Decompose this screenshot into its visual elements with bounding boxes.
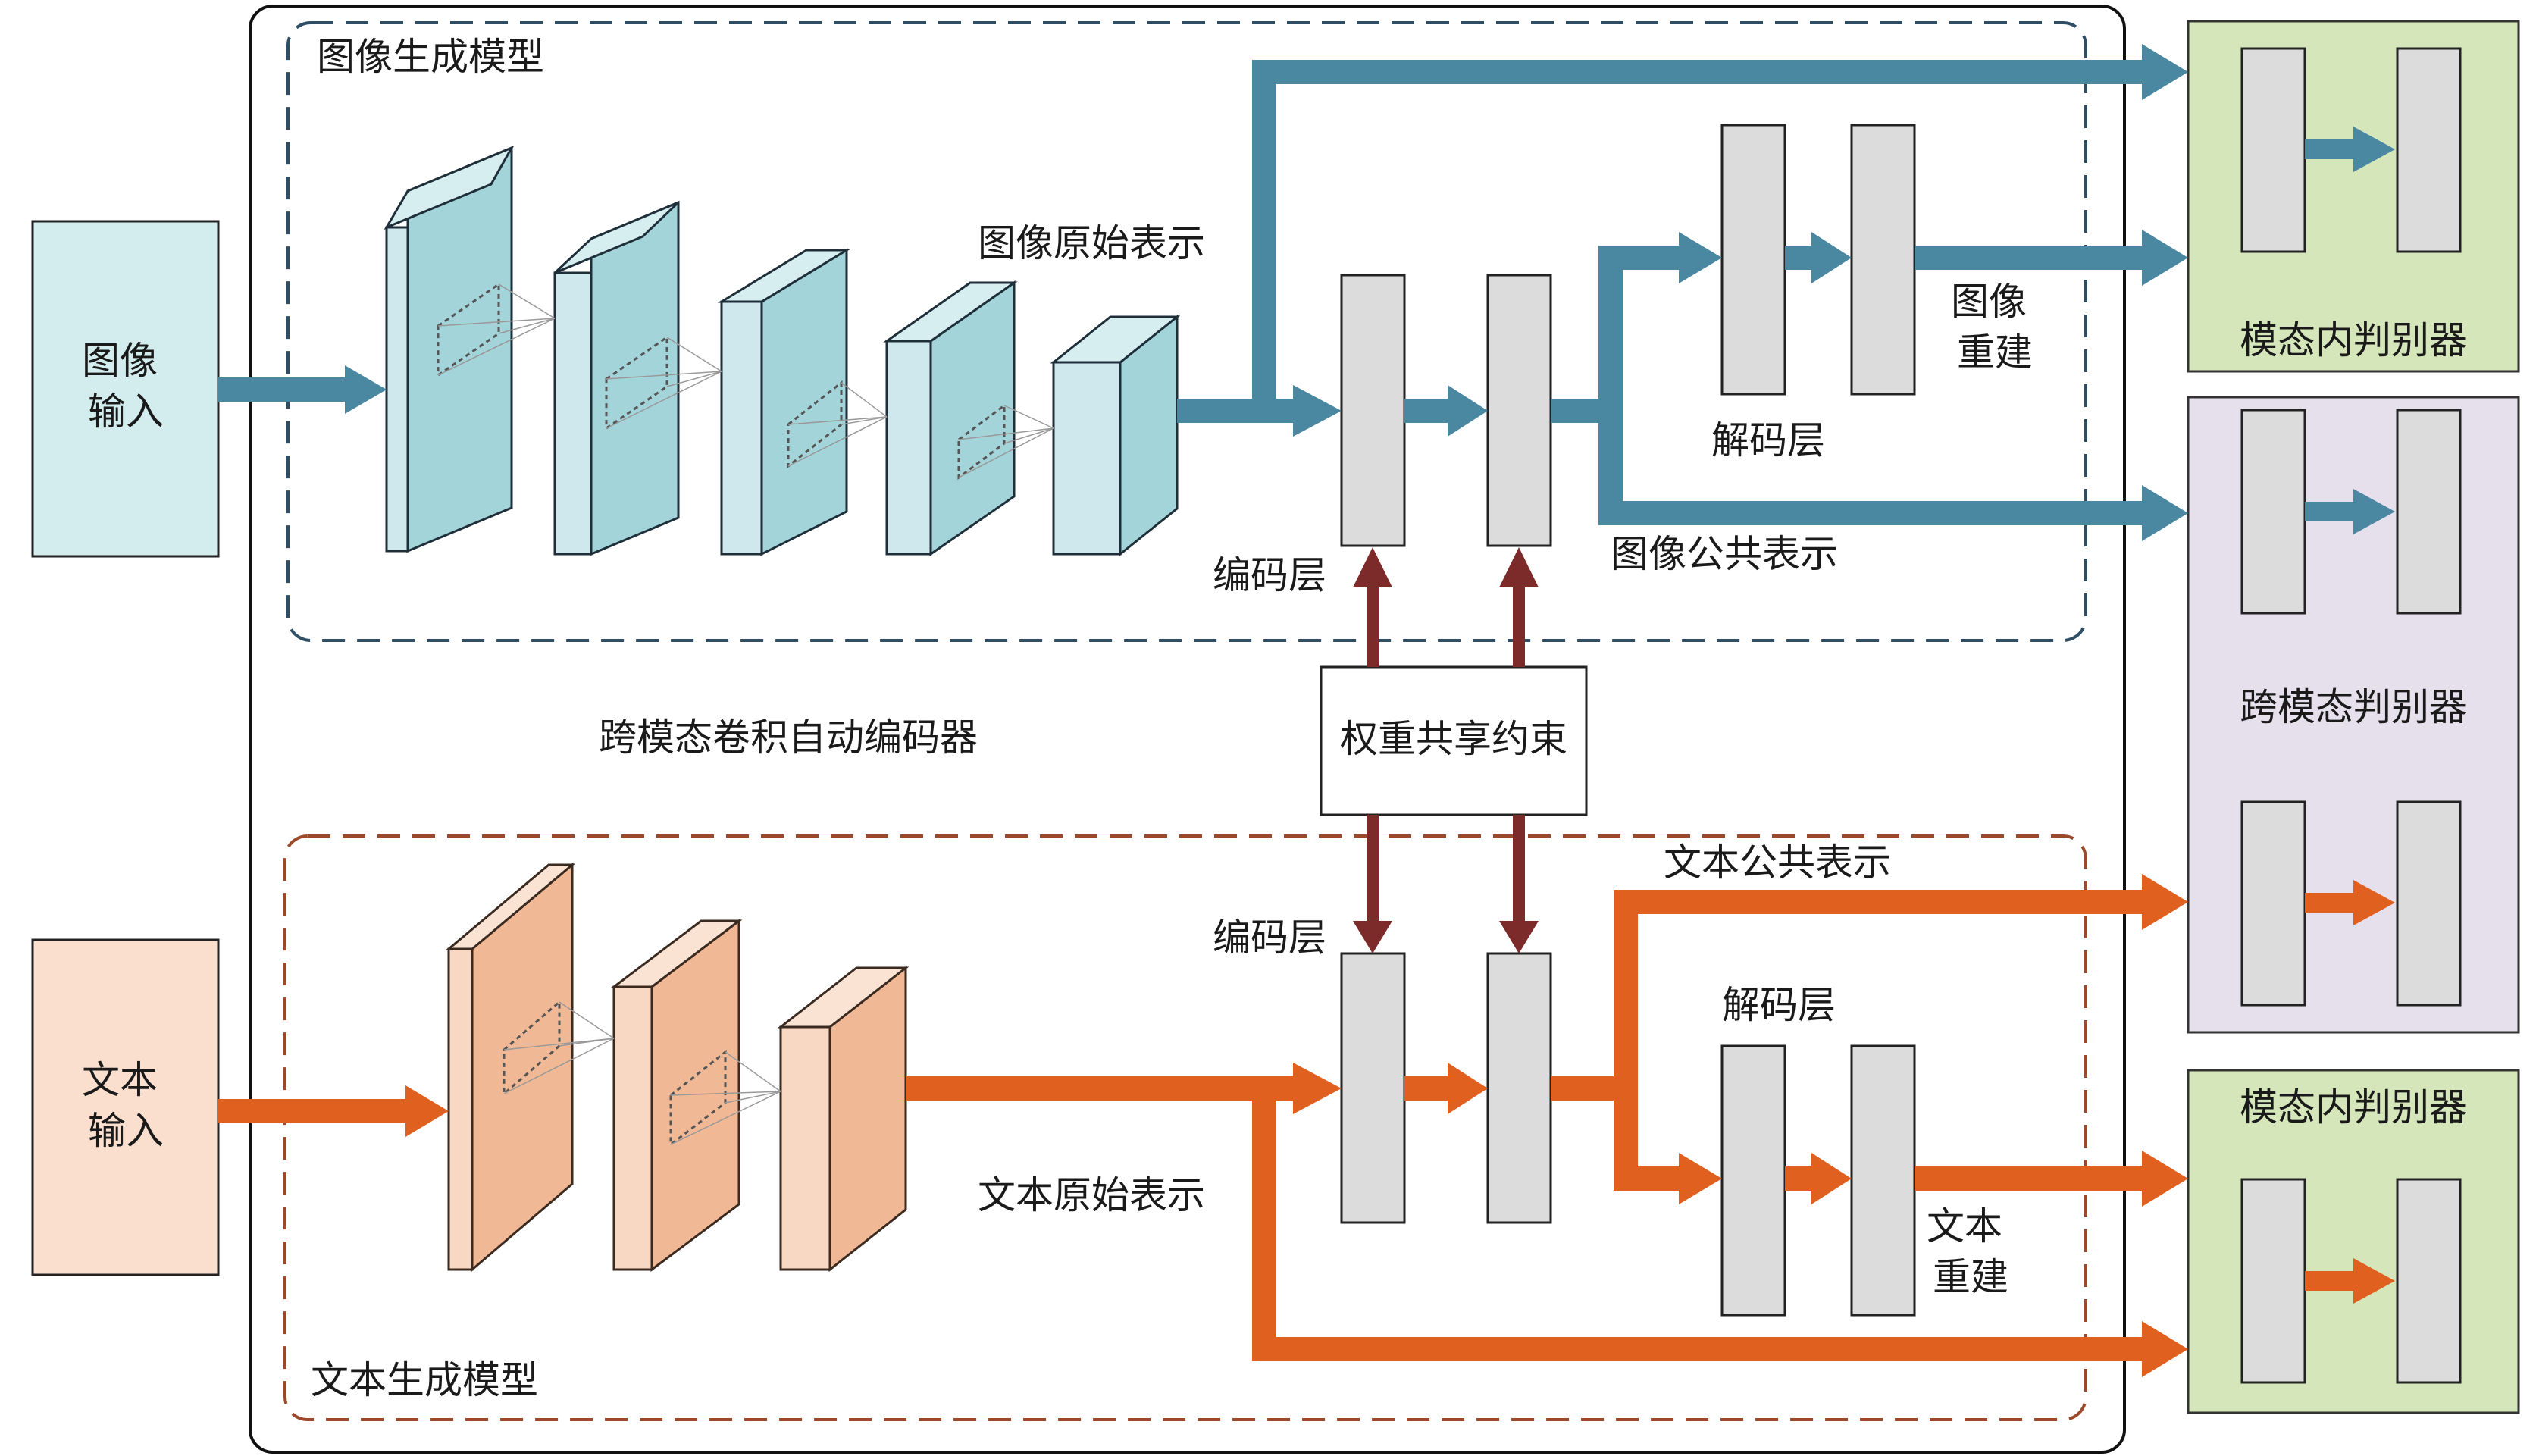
image-conv-layer-4 — [883, 280, 1018, 556]
image-model-box — [286, 21, 2087, 642]
text-model-box — [283, 834, 2087, 1421]
text-encoder-label: 编码层 — [1213, 916, 1326, 960]
text-gen-model-label: 文本生成模型 — [311, 1358, 538, 1402]
text-recon-label: 文本 重建 — [1927, 1204, 2015, 1299]
text-common-repr-label: 文本公共表示 — [1664, 841, 1891, 885]
intra-disc-bottom-label: 模态内判别器 — [2240, 1085, 2467, 1129]
autoencoder-frame — [249, 5, 2126, 1454]
image-input-box — [31, 220, 220, 558]
image-flow-arrows — [218, 44, 2188, 541]
text-raw-repr-label: 文本原始表示 — [978, 1173, 1205, 1217]
image-input-label: 图像 输入 — [82, 339, 170, 434]
text-input-label: 文本 输入 — [82, 1058, 170, 1153]
cross-modal-autoencoder-label: 跨模态卷积自动编码器 — [599, 715, 978, 759]
text-decoder-layers — [1720, 1044, 1916, 1317]
text-conv-layer-1 — [445, 862, 576, 1273]
text-decoder-label: 解码层 — [1722, 983, 1836, 1027]
text-flow-arrows — [218, 874, 2188, 1377]
image-gen-model-label: 图像生成模型 — [317, 35, 544, 79]
image-raw-repr-label: 图像原始表示 — [978, 221, 1205, 265]
text-input-box — [31, 938, 220, 1276]
image-encoder-label: 编码层 — [1213, 553, 1326, 597]
image-conv-layer-3 — [717, 248, 851, 556]
image-conv-layer-1 — [384, 145, 515, 553]
text-conv-layer-2 — [610, 918, 743, 1272]
image-receptive-field-lines — [437, 283, 1054, 478]
image-decoder-layers — [1720, 124, 1916, 396]
image-recon-label: 图像 重建 — [1951, 280, 2039, 374]
text-conv-layer-3 — [777, 965, 910, 1273]
weight-sharing-box — [1320, 665, 1588, 816]
image-conv-layer-5 — [1050, 314, 1181, 557]
cross-disc-label: 跨模态判别器 — [2240, 685, 2467, 729]
image-common-repr-label: 图像公共表示 — [1611, 532, 1838, 576]
discriminator-layers — [2240, 47, 2462, 1384]
image-encoder-layers — [1340, 274, 1552, 547]
intra-disc-top-label: 模态内判别器 — [2240, 318, 2467, 362]
image-decoder-label: 解码层 — [1711, 418, 1825, 462]
text-receptive-field-lines — [503, 1001, 781, 1145]
weight-sharing-label: 权重共享约束 — [1340, 717, 1567, 761]
image-conv-layer-2 — [553, 200, 680, 556]
text-encoder-layers — [1340, 952, 1552, 1224]
discriminator-arrows — [2305, 127, 2395, 1304]
weight-sharing-arrows — [1353, 547, 1539, 953]
